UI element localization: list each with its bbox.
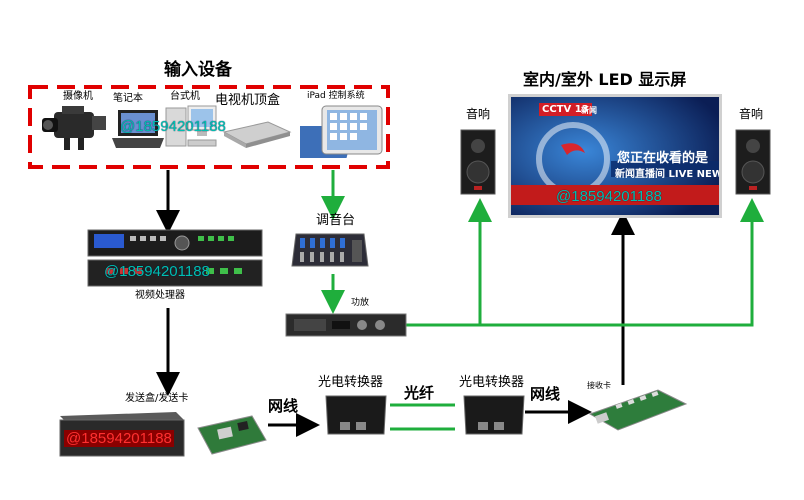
wire-amp-to-right-speaker: [406, 198, 764, 327]
input-devices-frame: [28, 85, 390, 169]
video-processor-icon: [87, 229, 263, 287]
receiver-label: 接收卡: [587, 381, 611, 390]
channel-logo: CCTV 13: [539, 103, 592, 116]
video-processor-label: 视频处理器: [135, 290, 185, 301]
watermark-1: @18594201188: [120, 118, 226, 135]
converter-left-label: 光电转换器: [318, 375, 384, 390]
amplifier-label: 功放: [351, 298, 370, 308]
watermark-2: @18594201188: [556, 188, 662, 205]
settop-label: 电视机顶盒: [215, 93, 281, 108]
network-cable-label-2: 网线: [530, 385, 561, 403]
receiver-card-icon: [588, 389, 688, 431]
led-display-screen: CCTV 13 新闻 您正在收看的是 新闻直播间 LIVE NEWS: [508, 94, 722, 218]
mixer-label: 调音台: [316, 213, 356, 228]
power-amplifier-icon: [285, 313, 407, 337]
converter-right-icon: [463, 395, 525, 435]
speaker-right-label: 音响: [739, 107, 764, 121]
converter-right-label: 光电转换器: [459, 375, 525, 390]
screen-text: 您正在收看的是: [617, 151, 709, 166]
screen-news-bar: 新闻直播间 LIVE NEWS: [615, 169, 722, 180]
speaker-left-label: 音响: [466, 107, 491, 121]
ipad-label: iPad 控制系统: [307, 91, 365, 101]
network-cable-label-1: 网线: [268, 397, 299, 415]
speaker-right-icon: [735, 129, 771, 195]
watermark-4: @18594201188: [64, 430, 174, 447]
fiber-label: 光纤: [404, 384, 435, 402]
speaker-left-icon: [460, 129, 496, 195]
display-title: 室内/室外 LED 显示屏: [523, 70, 687, 89]
input-devices-title: 输入设备: [164, 60, 232, 80]
camera-label: 摄像机: [63, 91, 93, 102]
channel-sub: 新闻: [581, 106, 597, 115]
desktop-label: 台式机: [170, 91, 200, 102]
desktop-computer-icon: [165, 105, 217, 147]
audio-mixer-icon: [291, 233, 369, 267]
laptop-icon: [112, 110, 164, 148]
video-camera-icon: [42, 106, 106, 150]
sender-label: 发送盒/发送卡: [125, 393, 189, 404]
set-top-box-icon: [222, 121, 292, 148]
ipad-control-icon: [300, 105, 383, 158]
laptop-label: 笔记本: [113, 93, 143, 104]
watermark-3: @18594201188: [104, 263, 210, 280]
converter-left-icon: [325, 395, 387, 435]
